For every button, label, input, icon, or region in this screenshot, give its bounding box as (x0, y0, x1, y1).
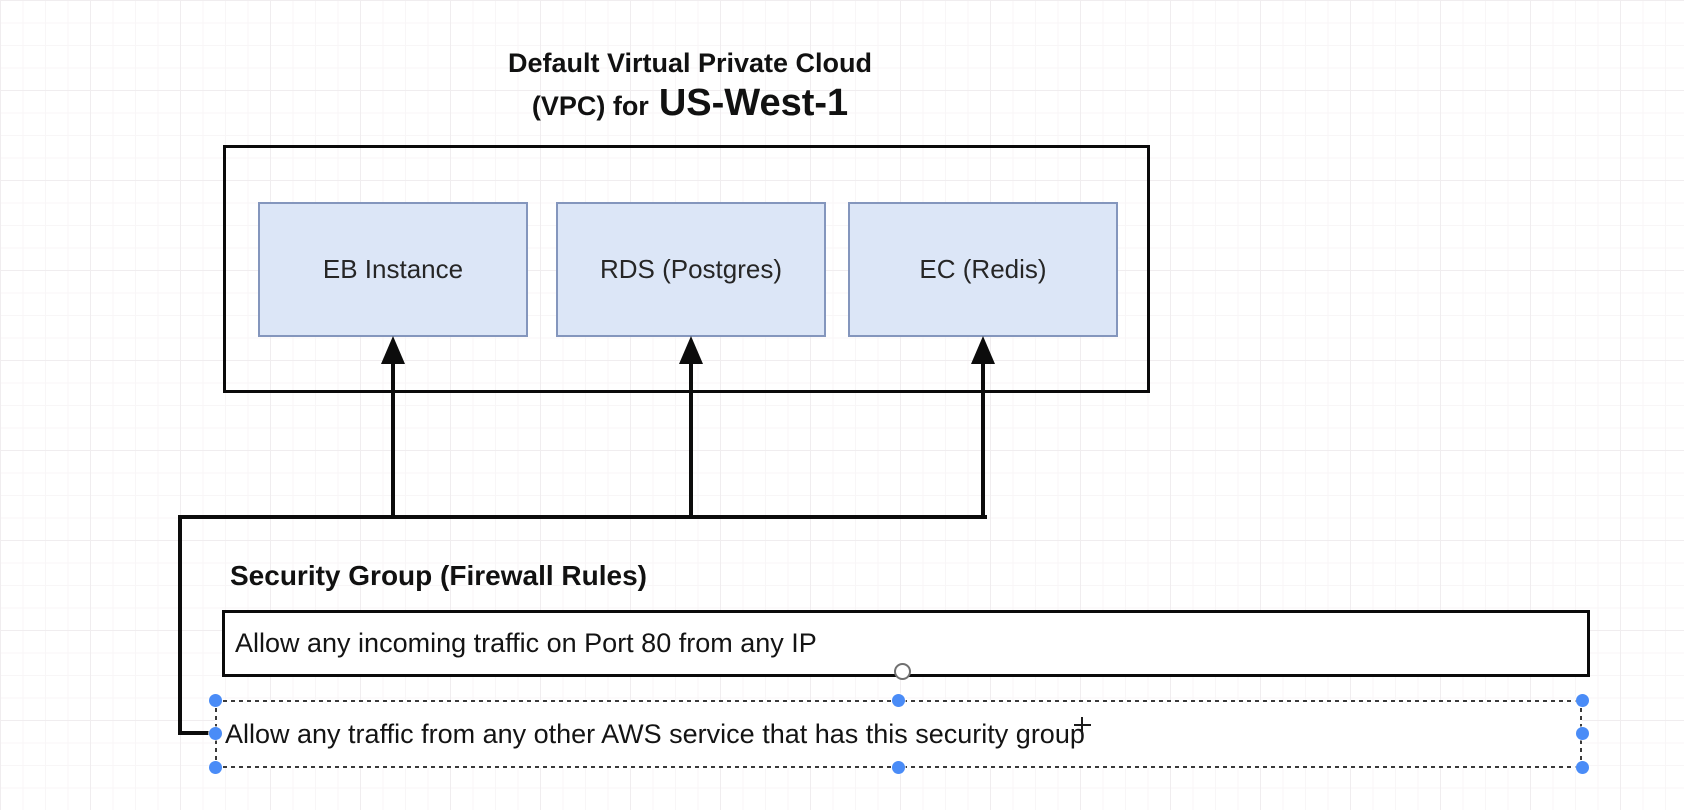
service-label-ec-redis: EC (Redis) (919, 254, 1047, 284)
vpc-title-region: US-West-1 (658, 82, 849, 125)
service-box-rds-postgres[interactable]: RDS (Postgres) (556, 202, 826, 337)
vpc-title-line2-prefix: (VPC) for (531, 91, 649, 122)
selection-handle-top-left[interactable] (209, 694, 222, 707)
connector-vertical-segment[interactable] (178, 515, 182, 735)
firewall-rule-box-2-selected[interactable]: Allow any traffic from any other AWS ser… (215, 700, 1582, 768)
selection-handle-top-middle[interactable] (892, 694, 905, 707)
connector-source-segment[interactable] (178, 731, 218, 735)
connector-riser-ec[interactable] (981, 360, 985, 519)
arrowhead-up-rds-icon (679, 336, 703, 364)
firewall-rule-1-text: Allow any incoming traffic on Port 80 fr… (235, 628, 817, 658)
connection-point-icon[interactable] (894, 663, 911, 680)
arrowhead-up-eb-icon (381, 336, 405, 364)
selection-handle-bottom-left[interactable] (209, 761, 222, 774)
selection-handle-top-right[interactable] (1576, 694, 1589, 707)
selection-handle-middle-left[interactable] (209, 727, 222, 740)
service-box-ec-redis[interactable]: EC (Redis) (848, 202, 1118, 337)
connector-riser-eb[interactable] (391, 360, 395, 519)
connector-horizontal-segment[interactable] (178, 515, 987, 519)
firewall-rule-2-text: Allow any traffic from any other AWS ser… (225, 718, 1085, 749)
security-group-heading[interactable]: Security Group (Firewall Rules) (230, 560, 647, 591)
connector-riser-rds[interactable] (689, 360, 693, 519)
vpc-title-line1: Default Virtual Private Cloud (507, 48, 873, 78)
selection-handle-middle-right[interactable] (1576, 727, 1589, 740)
vpc-title-line2: (VPC) for US-West-1 (290, 82, 1090, 126)
selection-handle-bottom-right[interactable] (1576, 761, 1589, 774)
vpc-container-box[interactable] (223, 145, 1150, 393)
crosshair-cursor-icon (1074, 717, 1091, 734)
service-label-eb-instance: EB Instance (322, 254, 464, 284)
arrowhead-up-ec-icon (971, 336, 995, 364)
selection-handle-bottom-middle[interactable] (892, 761, 905, 774)
service-label-rds-postgres: RDS (Postgres) (599, 254, 783, 284)
vpc-title[interactable]: Default Virtual Private Cloud (VPC) for U… (290, 48, 1090, 126)
service-box-eb-instance[interactable]: EB Instance (258, 202, 528, 337)
